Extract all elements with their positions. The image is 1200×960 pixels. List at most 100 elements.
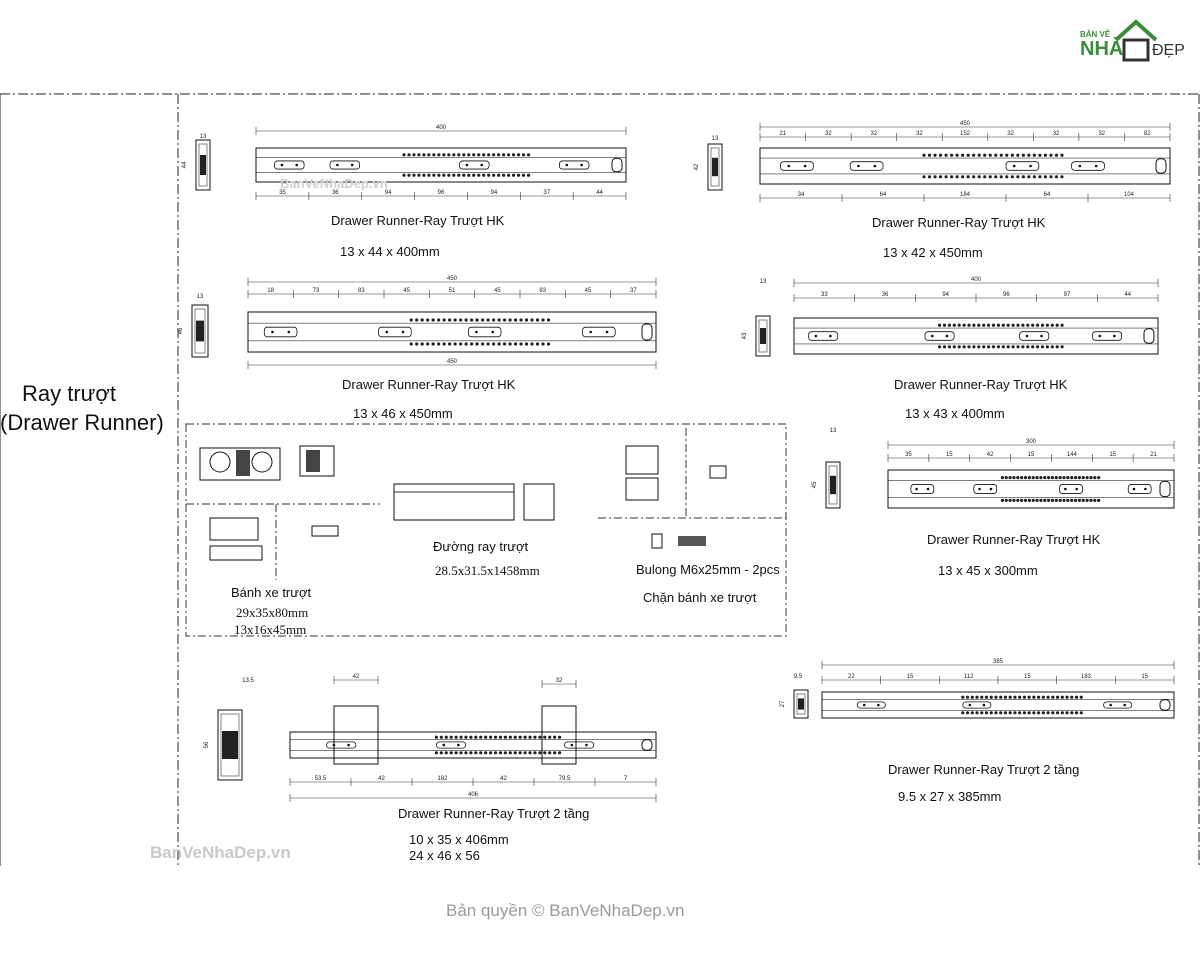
runner-1-bottom-dim-label: 36 [332, 190, 339, 196]
runner-6-rail [821, 691, 1175, 719]
watermark-left: BanVeNhaDep.vn [150, 843, 291, 862]
runner-1-side-view-label: 44 [182, 161, 188, 168]
runner-4-side-view-label: 43 [742, 332, 748, 339]
logo: BẢN VẼ NHÀ ĐẸP [1080, 14, 1190, 62]
runner-7-side-top: 13.5 [242, 678, 254, 684]
runner-5-overall-dim-label: 300 [1026, 439, 1037, 445]
runner-5-top-dim-label: 42 [987, 452, 994, 458]
runner-2-bottom-dim-label: 34 [798, 192, 805, 198]
runner-1-rail [255, 147, 627, 183]
runner-1-bottom-dim-label: 35 [279, 190, 286, 196]
runner-2-top-dim-label: 32 [825, 131, 832, 137]
runner-3-top-dim-label: 51 [449, 288, 456, 294]
runner-2-bottom-dim-label: 64 [1044, 192, 1051, 198]
runner-6-top-dim-label: 15 [1024, 674, 1031, 680]
runner-5-top-dim-label: 35 [905, 452, 912, 458]
runner-7-bottom-dim-label: 42 [378, 776, 385, 782]
runner-6-overall-dim-label: 385 [993, 659, 1004, 665]
runner-3-side-view [191, 304, 209, 358]
runner-1-bottom-dim-label: 44 [596, 190, 603, 196]
watermark-top: BanVeNhaDep.vn [280, 176, 388, 191]
runner-3-top-dim-label: 45 [403, 288, 410, 294]
runner-2-top-dim-label: 152 [960, 131, 971, 137]
runner-6-top-dim-label: 183 [1081, 674, 1092, 680]
runner-7-bracket-right [541, 705, 577, 765]
runner-2-top-dim-label: 32 [916, 131, 923, 137]
runner-7-side-view-label: 56 [204, 741, 210, 748]
runner-5-top-dim-label: 15 [1028, 452, 1035, 458]
runner-4-top-dim-label: 94 [942, 292, 949, 298]
runner-3-top-dim-label: 83 [358, 288, 365, 294]
logo-left-text: NHÀ [1080, 38, 1124, 60]
runner-3-top-dim-label: 18 [267, 288, 274, 294]
runner-6-title: Drawer Runner-Ray Trượt 2 tầng [888, 762, 1080, 777]
runner-7-rail [289, 731, 657, 759]
runner-2-top-dim-label: 21 [779, 131, 786, 137]
runner-6-top-dim-label: 22 [848, 674, 855, 680]
runner-2-bottom-dim-label: 184 [960, 192, 971, 198]
runner-2-bottom-dim-label: 104 [1124, 192, 1135, 198]
runner-2-top-dim-label: 32 [871, 131, 878, 137]
runner-7-bottom-dim-label: 182 [437, 776, 448, 782]
runner-2-top-dim-label: 82 [1144, 131, 1151, 137]
wheel-title: Bánh xe trượt [231, 585, 312, 600]
runner-1-bottom-dim-label: 37 [543, 190, 550, 196]
copyright-text: Bản quyền © BanVeNhaDep.vn [446, 901, 685, 920]
runner-7-title: Drawer Runner-Ray Trượt 2 tầng [398, 806, 590, 821]
runner-6-top-dim-label: 112 [964, 674, 974, 680]
runner-5-top-dim-label: 15 [946, 452, 953, 458]
runner-2-top-dim-label: 32 [1098, 131, 1105, 137]
runner-6-size: 9.5 x 27 x 385mm [898, 789, 1002, 804]
runner-4-top-dim-label: 33 [821, 292, 828, 298]
runner-3-top-dim-label: 37 [630, 288, 637, 294]
runner-2-size: 13 x 42 x 450mm [883, 245, 983, 260]
runner-1-bottom-dim-label: 94 [491, 190, 498, 196]
runner-2-title: Drawer Runner-Ray Trượt HK [872, 215, 1046, 230]
parts-drawings [199, 445, 727, 561]
logo-right-text: ĐẸP [1152, 42, 1185, 59]
runner-6-side-view-label: 27 [780, 700, 786, 707]
runner-5-size: 13 x 45 x 300mm [938, 563, 1038, 578]
runner-7-bottom-dim-label: 53.5 [315, 776, 327, 782]
runner-7-bottom-dim-label: 79.5 [559, 776, 571, 782]
track-title: Đường ray trượt [433, 539, 529, 554]
runner-4-top-dim-label: 36 [882, 292, 889, 298]
wheel-size-2: 13x16x45mm [234, 622, 307, 637]
runner-6-side-view [793, 689, 809, 719]
runner-4-side-view [755, 315, 771, 357]
runner-2-rail [759, 147, 1171, 185]
runner-5-top-dim-label: 144 [1067, 452, 1078, 458]
wheel-size-1: 29x35x80mm [236, 605, 309, 620]
runner-7-top-left-dim-label: 42 [353, 674, 360, 680]
runner-2-side-view-label: 42 [694, 163, 700, 170]
runner-4-size: 13 x 43 x 400mm [905, 406, 1005, 421]
runner-6-top-dim-label: 15 [1141, 674, 1148, 680]
runner-3-top-dim-label: 45 [585, 288, 592, 294]
runner-1-bottom-dim-label: 94 [385, 190, 392, 196]
runner-7-overall-dim-label: 406 [468, 792, 479, 798]
runner-1-bottom-dim-label: 96 [438, 190, 445, 196]
runner-4-top-dim-label: 97 [1064, 292, 1071, 298]
runner-7-bracket-left [333, 705, 379, 765]
runner-2-side-view [707, 143, 723, 191]
runner-4-title: Drawer Runner-Ray Trượt HK [894, 377, 1068, 392]
runner-5-title: Drawer Runner-Ray Trượt HK [927, 532, 1101, 547]
runner-7-side-view [217, 709, 243, 781]
runner-3-title: Drawer Runner-Ray Trượt HK [342, 377, 516, 392]
track-size: 28.5x31.5x1458mm [435, 563, 540, 578]
runner-4-overall-dim-label: 400 [971, 277, 982, 283]
runner-7-bottom-dim-label: 7 [624, 776, 628, 782]
stop-title: Chặn bánh xe trượt [643, 590, 757, 605]
runner-7-size-2: 24 x 46 x 56 [409, 848, 480, 863]
runner-2-top-dim-label: 32 [1053, 131, 1060, 137]
runner-2-overall-dim-label: 450 [960, 121, 971, 127]
runner-5-side-view [825, 461, 841, 509]
runner-3-top-dim-label: 45 [494, 288, 501, 294]
runner-2-bottom-dim-label: 64 [880, 192, 887, 198]
runner-3-top-dim-label: 73 [313, 288, 320, 294]
runner-3-side-view-label: 46 [178, 327, 184, 334]
runner-6-side-top: 9.5 [794, 674, 803, 680]
runner-7-bottom-dim-label: 42 [500, 776, 507, 782]
runner-5-side-top: 13 [830, 428, 837, 434]
